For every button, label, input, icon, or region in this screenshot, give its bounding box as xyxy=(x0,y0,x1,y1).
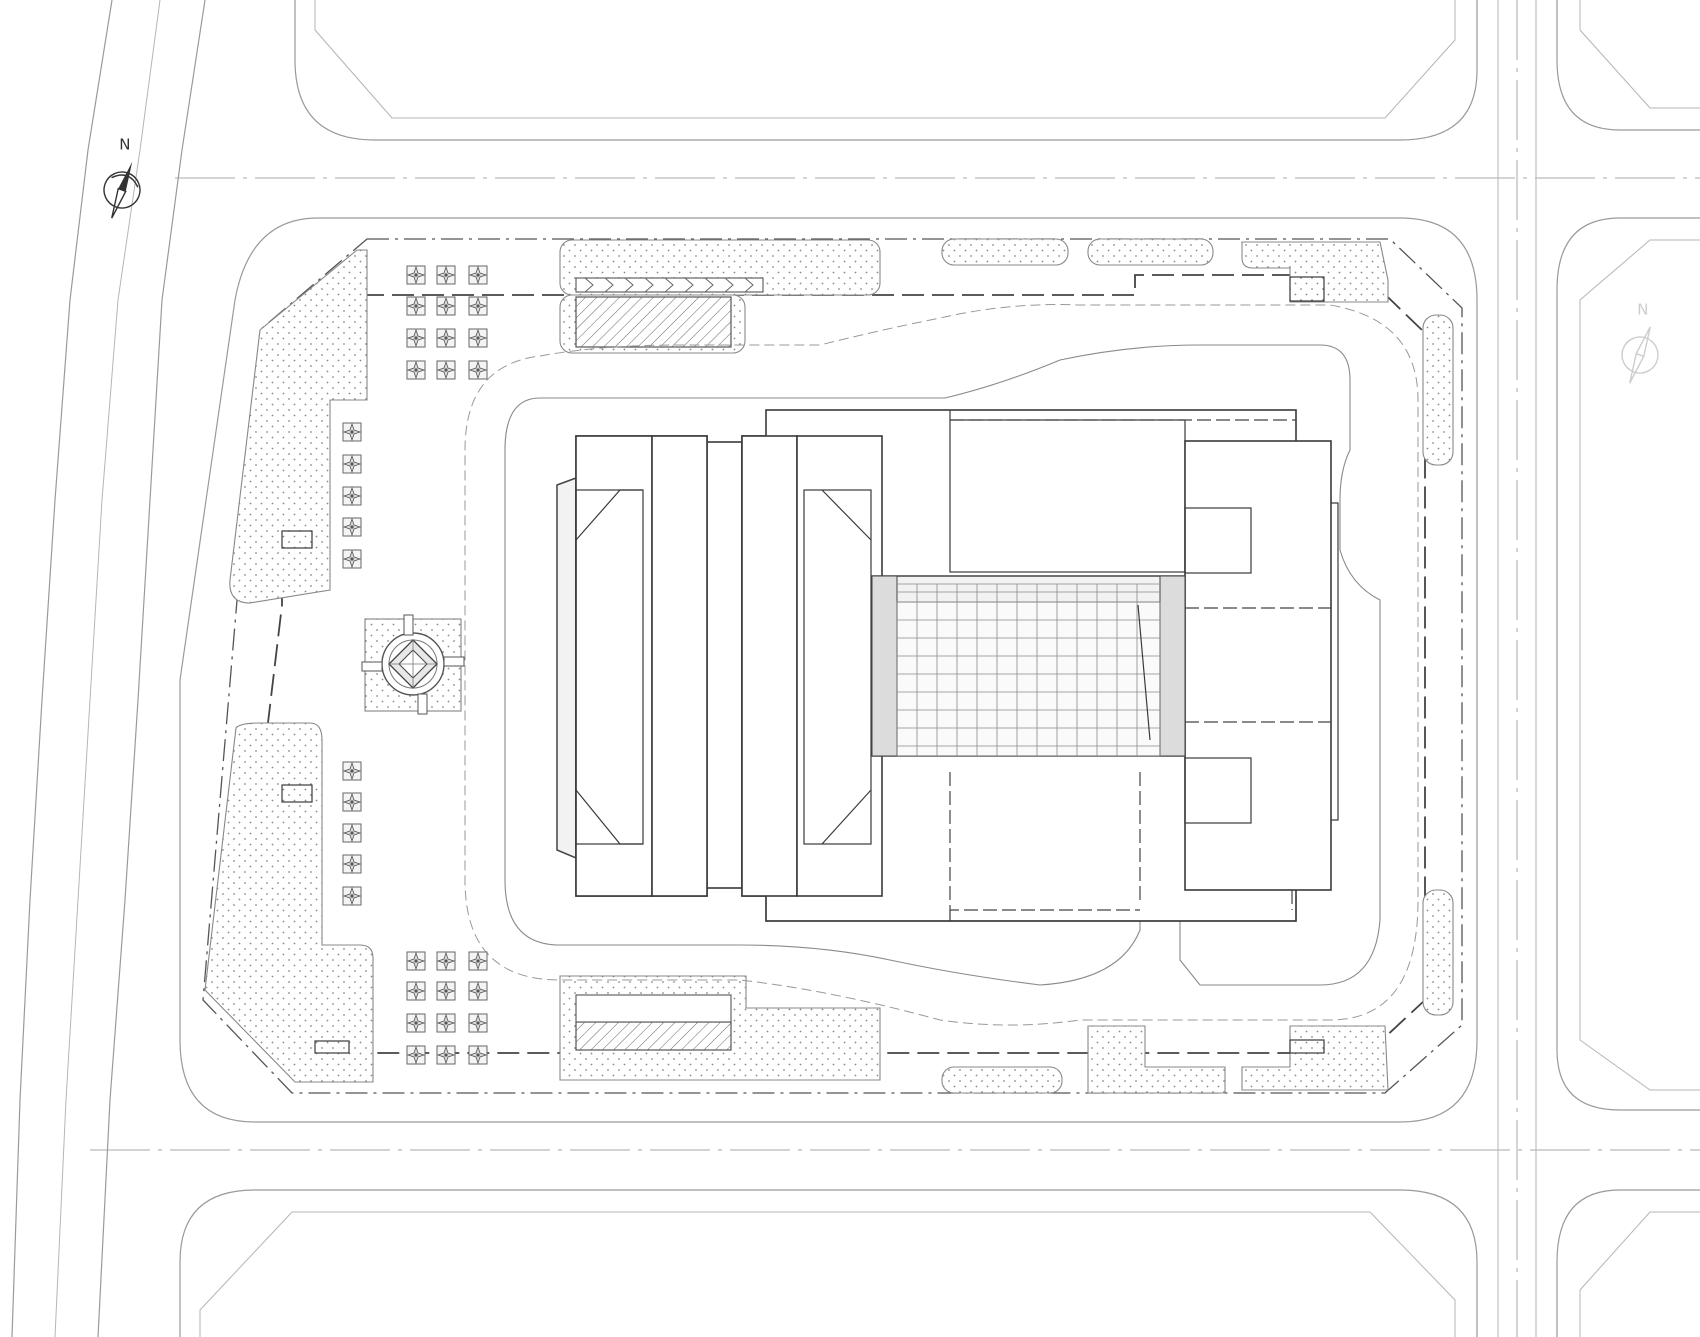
tree-icon xyxy=(436,1045,456,1065)
tree-icon xyxy=(468,951,488,971)
tree-icon xyxy=(406,360,426,380)
road-network xyxy=(11,0,1700,1337)
tree-icon xyxy=(436,1013,456,1033)
tree-icon xyxy=(436,328,456,348)
utility-boxes xyxy=(281,276,1325,1054)
tree-icon xyxy=(406,328,426,348)
plaza-monument xyxy=(361,614,465,715)
tree-icon xyxy=(468,360,488,380)
tree-icon xyxy=(468,296,488,316)
tree-icon xyxy=(406,981,426,1001)
tree-icon xyxy=(406,265,426,285)
tree-icon xyxy=(436,981,456,1001)
tree-icon xyxy=(436,951,456,971)
tree-icon xyxy=(342,823,362,843)
tree-icon xyxy=(468,328,488,348)
parking-ramps xyxy=(575,277,764,1051)
atrium-skylight-grid xyxy=(897,583,1160,756)
tree-icon xyxy=(436,265,456,285)
tree-icon xyxy=(468,265,488,285)
tree-icon xyxy=(342,854,362,874)
tree-icon xyxy=(342,454,362,474)
tree-icon xyxy=(406,296,426,316)
tree-icon xyxy=(342,761,362,781)
north-arrow: N xyxy=(103,136,141,219)
tree-icon xyxy=(342,792,362,812)
tree-icon xyxy=(342,517,362,537)
tree-icon xyxy=(406,951,426,971)
main-building xyxy=(556,409,1339,922)
tree-icon xyxy=(406,1013,426,1033)
north-arrow-label: N xyxy=(119,136,130,154)
tree-icon xyxy=(342,549,362,569)
site-boundary xyxy=(202,238,1463,1094)
tree-icon xyxy=(468,1045,488,1065)
tree-icon xyxy=(342,486,362,506)
tree-icon xyxy=(342,422,362,442)
north-arrow-ghost-label: N xyxy=(1637,301,1648,319)
tree-icon xyxy=(468,981,488,1001)
tree-icon xyxy=(436,296,456,316)
north-arrow-ghost: N xyxy=(1621,301,1659,384)
tree-icon xyxy=(436,360,456,380)
tree-icon xyxy=(342,886,362,906)
tree-icon xyxy=(468,1013,488,1033)
fire-lane xyxy=(464,304,1419,1026)
tree-icon xyxy=(406,1045,426,1065)
